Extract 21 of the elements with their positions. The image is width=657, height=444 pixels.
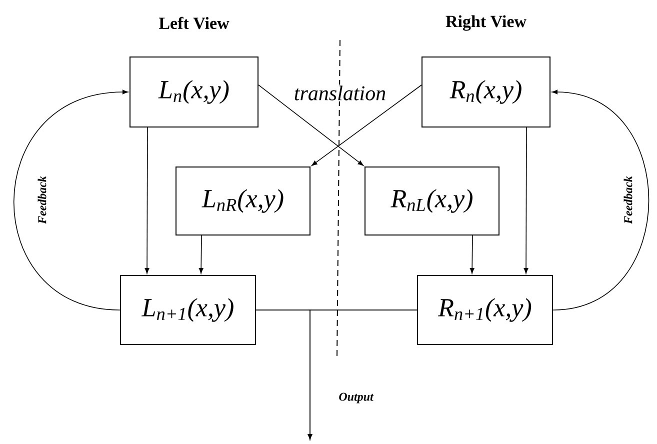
edge-label: translation <box>292 84 388 102</box>
process-box: L$_{nR}$(x,y) <box>176 166 310 236</box>
process-box: R$_{n}$(x,y) <box>422 56 550 128</box>
process-box: R$_{n+1}$(x,y) <box>417 275 553 345</box>
view-heading: Right View <box>446 15 526 31</box>
edge-label: Output <box>338 392 374 404</box>
arrow <box>470 235 474 274</box>
arrow <box>144 127 150 274</box>
arrow <box>308 310 418 440</box>
arrow <box>552 90 650 310</box>
arrow <box>198 235 204 274</box>
process-box: L$_{n+1}$(x,y) <box>120 275 256 345</box>
arrow <box>524 127 528 274</box>
arrow <box>13 90 128 310</box>
view-heading: Left View <box>158 16 230 30</box>
process-box: L$_{n}$(x,y) <box>130 56 258 128</box>
arrow <box>312 84 422 166</box>
edge-label: Feedback <box>36 175 48 225</box>
process-box: R$_{nL}$(x,y) <box>364 166 500 236</box>
arrow <box>258 84 364 166</box>
edge-label: Feedback <box>622 175 634 225</box>
